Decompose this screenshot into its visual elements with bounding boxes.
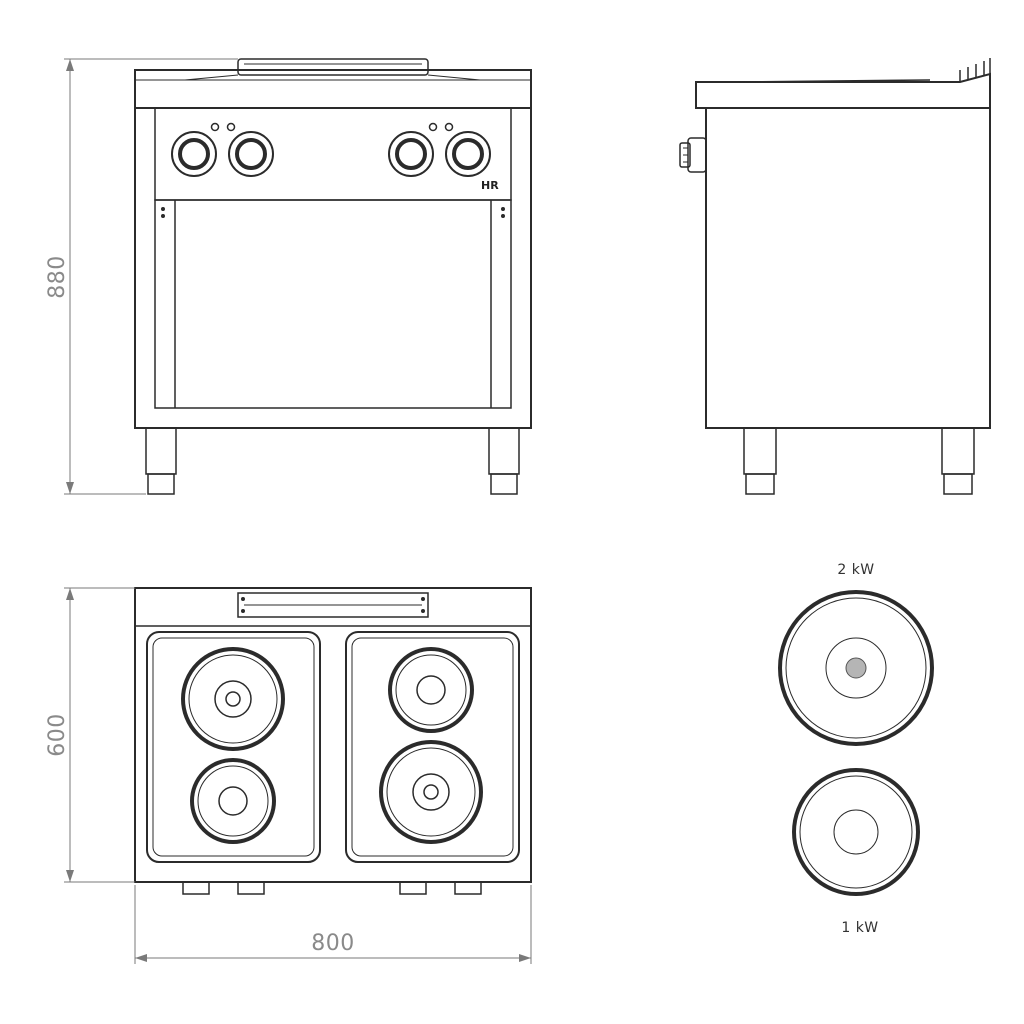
legend-small-plate bbox=[792, 768, 920, 896]
hotplate-small-right bbox=[388, 647, 474, 733]
front-leg-left bbox=[145, 427, 177, 495]
legend-large-plate-center bbox=[845, 657, 867, 679]
side-view bbox=[679, 58, 991, 495]
side-knob bbox=[679, 137, 707, 173]
front-knob-3 bbox=[388, 131, 434, 177]
hotplate-large-right bbox=[379, 740, 483, 844]
small-plate-power-label: 1 kW bbox=[841, 920, 878, 936]
front-leg-right bbox=[488, 427, 520, 495]
front-knob-4 bbox=[445, 131, 491, 177]
top-view bbox=[134, 587, 532, 895]
depth-dimension: 600 bbox=[45, 587, 135, 883]
front-knob-1 bbox=[171, 131, 217, 177]
side-leg-left bbox=[743, 427, 777, 495]
width-label: 800 bbox=[311, 931, 355, 956]
front-view: HR bbox=[134, 58, 532, 495]
height-label: 880 bbox=[45, 255, 70, 299]
hotplate-large-left bbox=[181, 647, 285, 751]
legend-large-plate bbox=[778, 590, 934, 746]
side-leg-right bbox=[941, 427, 975, 495]
hotplate-small-left bbox=[190, 758, 276, 844]
height-dimension: 880 bbox=[45, 58, 238, 495]
width-dimension: 800 bbox=[134, 885, 532, 964]
brand-logo: HR bbox=[481, 179, 499, 192]
large-plate-power-label: 2 kW bbox=[837, 562, 874, 578]
power-legend: 2 kW 1 kW bbox=[778, 562, 934, 936]
depth-label: 600 bbox=[45, 713, 70, 757]
front-knob-2 bbox=[228, 131, 274, 177]
